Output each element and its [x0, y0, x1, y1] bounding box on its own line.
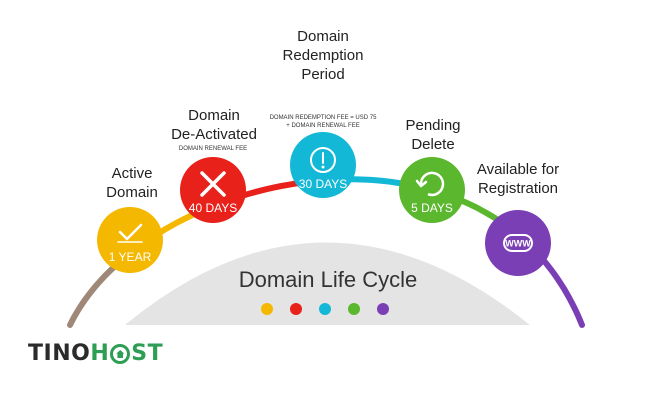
house-icon	[110, 344, 131, 364]
color-dot-2	[290, 303, 302, 315]
check-icon	[117, 223, 143, 243]
stage-label: Period	[301, 66, 344, 83]
stage-label: De-Activated	[171, 126, 257, 143]
stage-fee-note: + DOMAIN RENEWAL FEE	[286, 123, 359, 129]
color-dot-3	[319, 303, 331, 315]
stage-duration: 30 DAYS	[299, 177, 347, 191]
color-dot-4	[348, 303, 360, 315]
color-dots	[261, 303, 389, 315]
stage-label: Pending	[405, 117, 460, 134]
stage-label: Domain	[297, 28, 349, 45]
stage-circle	[399, 157, 465, 223]
stage-duration: 40 DAYS	[189, 201, 237, 215]
stage-circle	[485, 210, 551, 276]
color-dot-1	[261, 303, 273, 315]
dome-shape	[125, 242, 530, 325]
diagram-title: Domain Life Cycle	[239, 267, 418, 292]
stage-label: Registration	[478, 180, 558, 197]
svg-text:WWW: WWW	[505, 239, 531, 249]
stage-circle	[290, 132, 356, 198]
stage-fee-note: DOMAIN RENEWAL FEE	[179, 146, 247, 152]
brand-tino: TINO	[28, 341, 91, 366]
tinohost-logo: TINO H ST	[28, 343, 163, 365]
stage-duration: 1 YEAR	[109, 250, 152, 264]
stage-label: Active	[112, 165, 153, 182]
x-icon	[200, 171, 226, 197]
stage-label: Delete	[411, 136, 454, 153]
color-dot-5	[377, 303, 389, 315]
brand-st: ST	[131, 341, 164, 366]
alert-icon	[310, 147, 336, 173]
refresh-icon	[415, 171, 445, 197]
stage-fee-note: DOMAIN REDEMPTION FEE = USD 75	[270, 115, 378, 121]
stage-circle	[97, 207, 163, 273]
stage-circle	[180, 157, 246, 223]
stage-label: Available for	[477, 161, 559, 178]
stage-label: Domain	[188, 107, 240, 124]
brand-h: H	[90, 341, 110, 366]
www-icon: WWW	[503, 234, 533, 252]
stage-duration: 5 DAYS	[411, 201, 453, 215]
stage-label: Redemption	[283, 47, 364, 64]
stage-label: Domain	[106, 184, 158, 201]
